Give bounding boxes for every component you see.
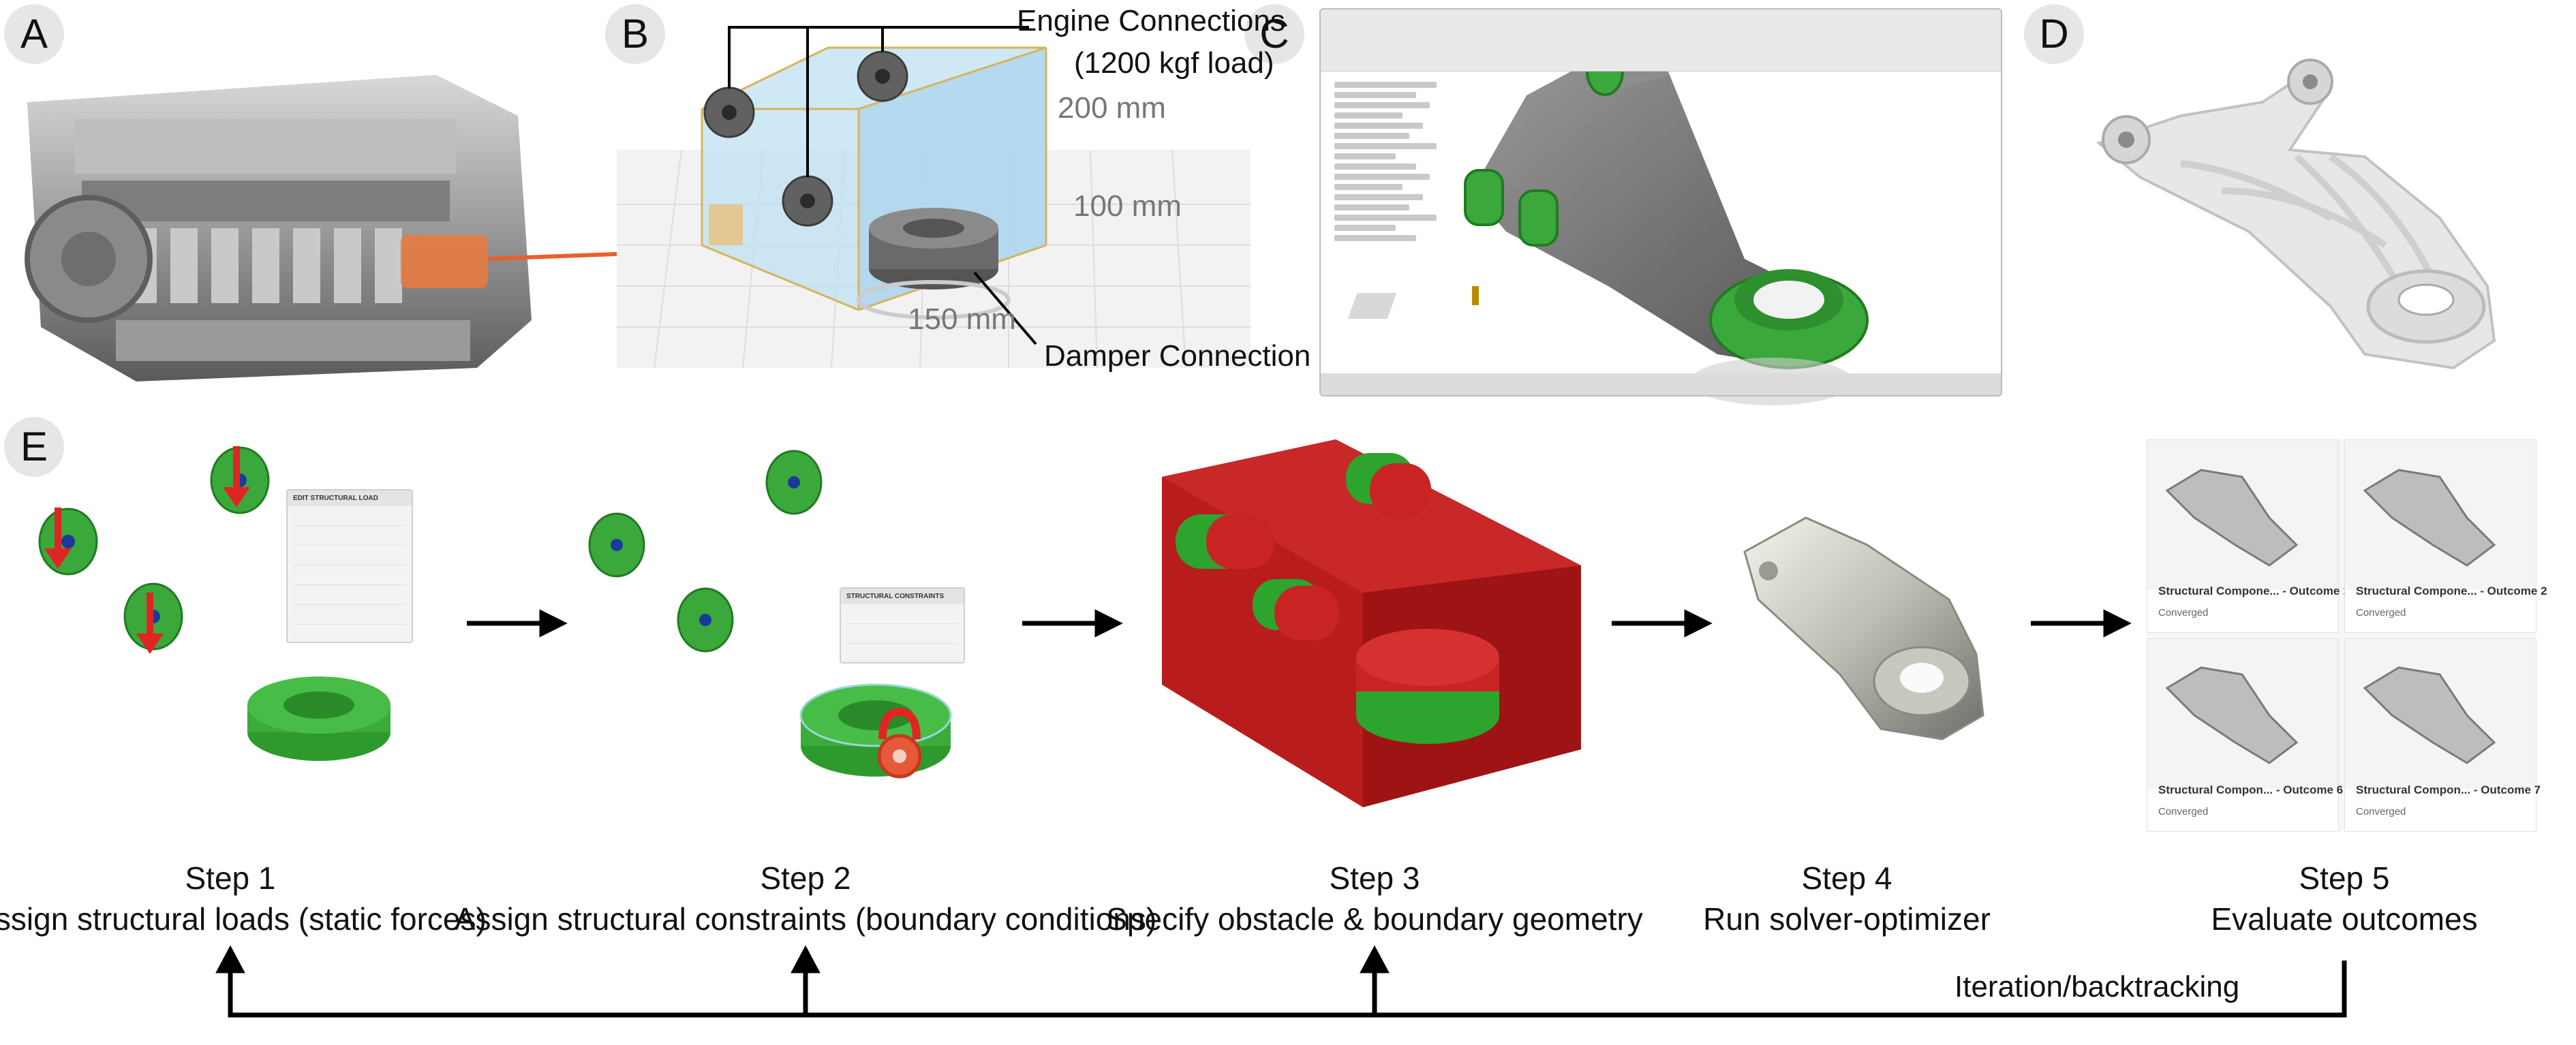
generated-bracket-render bbox=[2096, 59, 2496, 370]
step3-title: Step 3 bbox=[1329, 860, 1420, 896]
engine-bracket-highlight bbox=[401, 235, 488, 288]
outcome-status: Converged bbox=[2356, 607, 2406, 619]
cad-toolbar bbox=[1321, 10, 2001, 72]
outcome-name: Structural Compone... - Outcome 2 bbox=[2356, 584, 2547, 597]
outcome-card[interactable]: Structural Compon... - Outcome 7 Converg… bbox=[2344, 638, 2541, 832]
cad-window bbox=[1319, 8, 2002, 396]
cad-taskbar bbox=[1321, 373, 2001, 395]
panel-label-a: A bbox=[4, 4, 64, 64]
structural-constraints-dialog: STRUCTURAL CONSTRAINTS bbox=[840, 587, 965, 664]
panel-label-c: C bbox=[1244, 4, 1304, 64]
outcome-thumbnail bbox=[2147, 639, 2338, 789]
dimension-200mm: 200 mm bbox=[1058, 91, 1166, 125]
step1-description: Assign structural loads (static forces) bbox=[0, 901, 487, 937]
outcome-name: Structural Compon... - Outcome 7 bbox=[2356, 783, 2541, 796]
step-flow-arrows bbox=[467, 609, 2132, 638]
step2-title: Step 2 bbox=[760, 860, 851, 896]
outcome-card[interactable]: Structural Compone... - Outcome 2 Conver… bbox=[2344, 439, 2547, 633]
outcomes-grid: Structural Compone... - Outcome 1 Conver… bbox=[2147, 439, 2547, 832]
outcome-name: Structural Compone... - Outcome 1 bbox=[2158, 584, 2350, 597]
iteration-loop bbox=[215, 945, 2347, 1018]
dimension-100mm: 100 mm bbox=[1073, 189, 1182, 223]
step1-title: Step 1 bbox=[185, 860, 276, 896]
step5-title: Step 5 bbox=[2299, 860, 2390, 896]
panel-label-e: E bbox=[4, 417, 64, 477]
dimension-150mm: 150 mm bbox=[908, 302, 1016, 336]
step1-illustration bbox=[38, 446, 390, 761]
panel-label-b: B bbox=[605, 4, 665, 64]
step3-illustration bbox=[1162, 439, 1581, 807]
damper-connection-label: Damper Connection bbox=[1044, 339, 1311, 373]
structural-constraints-title: STRUCTURAL CONSTRAINTS bbox=[841, 589, 964, 604]
outcome-status: Converged bbox=[2356, 806, 2406, 817]
outcome-thumbnail bbox=[2147, 440, 2338, 590]
outcome-status: Converged bbox=[2158, 806, 2209, 817]
cad-browser-tree bbox=[1334, 78, 1477, 364]
engine-connections-load-label: (1200 kgf load) bbox=[1074, 46, 1274, 80]
cad-model bbox=[1347, 41, 1869, 405]
step4-description: Run solver-optimizer bbox=[1703, 901, 1991, 937]
panel-label-d: D bbox=[2024, 4, 2084, 64]
outcome-name: Structural Compon... - Outcome 6 bbox=[2158, 783, 2344, 796]
outcome-thumbnail bbox=[2345, 440, 2536, 590]
step2-description: Assign structural constraints (boundary … bbox=[454, 901, 1157, 937]
step4-title: Step 4 bbox=[1801, 860, 1892, 896]
outcome-thumbnail bbox=[2345, 639, 2536, 789]
edit-structural-load-title: EDIT STRUCTURAL LOAD bbox=[288, 490, 412, 506]
outcome-card[interactable]: Structural Compone... - Outcome 1 Conver… bbox=[2147, 439, 2350, 633]
step2-illustration bbox=[588, 450, 952, 779]
iteration-backtracking-label: Iteration/backtracking bbox=[1954, 970, 2240, 1003]
engine-connections-label: Engine Connections bbox=[1017, 4, 1285, 37]
step5-description: Evaluate outcomes bbox=[2211, 901, 2478, 937]
edit-structural-load-dialog: EDIT STRUCTURAL LOAD bbox=[286, 489, 413, 643]
outcome-card[interactable]: Structural Compon... - Outcome 6 Converg… bbox=[2147, 638, 2343, 832]
design-space-diagram bbox=[617, 26, 1251, 369]
outcome-status: Converged bbox=[2158, 607, 2209, 619]
engine-illustration bbox=[25, 75, 532, 381]
step3-description: Specify obstacle & boundary geometry bbox=[1106, 901, 1643, 937]
step4-illustration bbox=[1743, 516, 1984, 740]
